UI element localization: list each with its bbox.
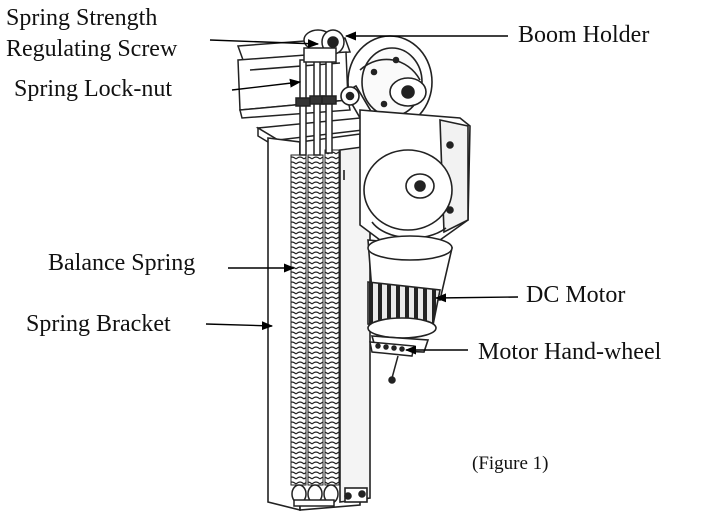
- label-boom-holder: Boom Holder: [518, 22, 650, 48]
- label-spring-locknut: Spring Lock-nut: [14, 76, 172, 102]
- balance-springs: [290, 149, 340, 486]
- regulating-rods: [295, 57, 337, 156]
- boom-drum: [347, 35, 433, 129]
- spring-hooks: [291, 484, 339, 507]
- dc-motor: [367, 235, 453, 353]
- callout-arrows: [205, 31, 519, 355]
- label-motor-handwheel: Motor Hand-wheel: [478, 339, 662, 365]
- arrow-spring-locknut: [231, 78, 302, 91]
- figure-caption: (Figure 1): [472, 453, 549, 474]
- arrow-dc-motor: [434, 293, 519, 303]
- motor-handwheel: [369, 341, 415, 384]
- gearbox-housing: [359, 109, 471, 241]
- label-spring-bracket: Spring Bracket: [26, 311, 171, 337]
- label-spring-strength: Spring Strength: [6, 5, 158, 31]
- arrow-regulating-screw: [209, 39, 320, 49]
- label-dc-motor: DC Motor: [526, 282, 626, 308]
- label-regulating-screw: Regulating Screw: [6, 36, 178, 62]
- label-balance-spring: Balance Spring: [48, 250, 196, 276]
- arrow-spring-bracket: [205, 321, 274, 331]
